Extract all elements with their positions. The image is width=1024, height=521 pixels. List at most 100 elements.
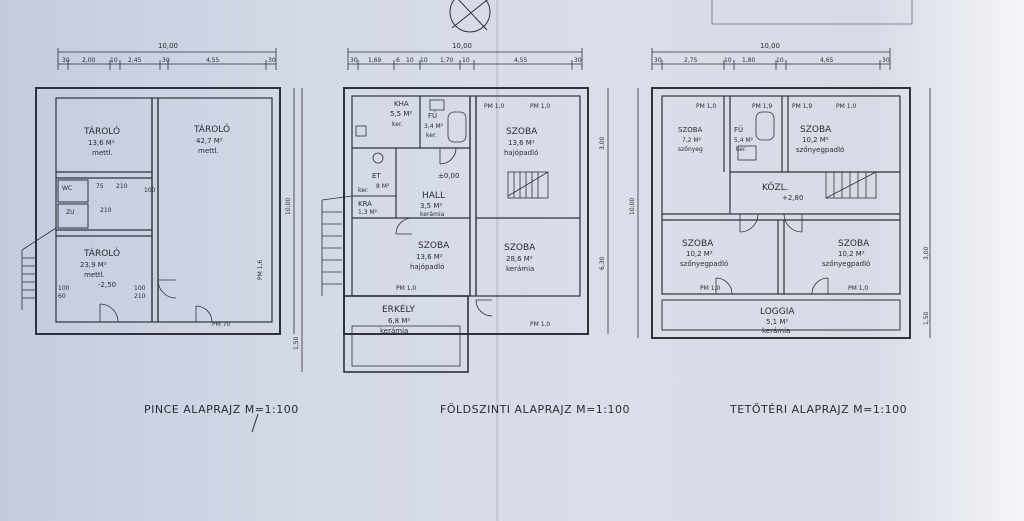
attic-fu-name: FÜ — [734, 125, 743, 134]
dim-b-2: 10 — [110, 57, 118, 64]
ground-kha-floor: ker. — [392, 121, 403, 128]
dim-a-2: 10 — [724, 57, 732, 64]
dim-b-3: 2,45 — [128, 57, 142, 64]
basement-mark-8: 210 — [134, 293, 146, 300]
dim-side-attic-2: 3,00 — [923, 246, 930, 260]
dim-a-6: 30 — [882, 57, 890, 64]
dim-g-1: 1,69 — [368, 57, 382, 64]
dim-side-ground-2: 6,30 — [599, 256, 606, 270]
ground-level: ±0,00 — [438, 172, 459, 180]
pen-mark — [251, 413, 259, 433]
dim-g-0: 30 — [350, 57, 358, 64]
basement-wc: WC — [62, 185, 72, 192]
basement-mark-1: 75 — [96, 183, 104, 190]
basement-room-2-name: TÁROLÓ — [193, 123, 230, 135]
basement-room-2-floor: mettl. — [198, 147, 219, 155]
dim-side-attic-3: 1,50 — [923, 311, 930, 325]
basement-pm16: PM 1,6 — [257, 260, 264, 280]
basement-room-1-area: 13,6 M² — [88, 139, 115, 147]
basement-room-1-floor: mettl. — [92, 149, 113, 157]
ground-szoba-2-name: SZOBA — [418, 241, 450, 251]
attic-pm-1: PM 1,0 — [696, 103, 716, 110]
dim-side-basement: 10,00 — [285, 198, 292, 215]
ground-kra-area: 1,3 M² — [358, 209, 378, 216]
dim-b-1: 2,00 — [82, 57, 96, 64]
ground-hall-name: HALL — [422, 191, 445, 201]
dim-a-3: 1,80 — [742, 57, 756, 64]
ground-szoba-2-floor: hajópadló — [410, 263, 444, 271]
attic-kozl-name: KÖZL. — [762, 182, 789, 193]
attic-szoba-4-area: 10,2 M² — [838, 250, 865, 258]
attic-loggia-area: 5,1 M² — [766, 318, 788, 326]
attic-plan — [637, 48, 931, 339]
dim-g-3: 10 — [406, 57, 414, 64]
attic-kozl-level: +2,80 — [782, 194, 803, 202]
attic-szoba-4-floor: szőnyegpadló — [822, 259, 870, 268]
basement-room-3-area: 23,9 M² — [80, 261, 107, 269]
attic-szoba-1-name: SZOBA — [678, 126, 703, 134]
basement-mark-7: 100 — [134, 285, 146, 292]
basement-room-3-name: TÁROLÓ — [83, 247, 120, 259]
attic-loggia-floor: kerámia — [762, 327, 790, 335]
ground-et-floor: ker. — [358, 187, 369, 194]
dim-g-6: 10 — [462, 57, 470, 64]
ground-szoba-3-name: SZOBA — [504, 243, 536, 253]
basement-room-1-name: TÁROLÓ — [83, 125, 120, 137]
attic-fu-area: 5,4 M² — [734, 137, 754, 144]
attic-szoba-3-area: 10,2 M² — [686, 250, 713, 258]
ground-hall-area: 3,5 M² — [420, 202, 442, 210]
north-arrow-icon — [449, 0, 491, 33]
caption-attic: TETŐTÉRI ALAPRAJZ M=1:100 — [730, 403, 908, 416]
dim-overall-attic: 10,00 — [760, 42, 780, 50]
dim-g-5: 1,70 — [440, 57, 454, 64]
basement-level: -2,50 — [98, 281, 116, 289]
basement-mark-2: 210 — [116, 183, 128, 190]
ground-hall-floor: kerámia — [420, 211, 445, 218]
caption-basement: PINCE ALAPRAJZ M=1:100 — [144, 403, 299, 416]
dim-b-4: 30 — [162, 57, 170, 64]
ground-kra-name: KRA — [358, 200, 372, 208]
dim-b-6: 30 — [268, 57, 276, 64]
basement-mark-4: 210 — [100, 207, 112, 214]
ground-szoba-3-area: 28,6 M² — [506, 255, 533, 263]
ground-pm-2: PM 1,0 — [530, 103, 550, 110]
paper-fold — [496, 0, 502, 521]
attic-szoba-2-floor: szőnyegpadló — [796, 145, 844, 154]
ground-erkely-floor: kerámia — [380, 327, 408, 335]
basement-room-2-area: 42,7 M² — [196, 137, 223, 145]
caption-ground: FÖLDSZINTI ALAPRAJZ M=1:100 — [440, 403, 631, 416]
dim-a-0: 30 — [654, 57, 662, 64]
basement-room-3-floor: mettl. — [84, 271, 105, 279]
ground-pm-1: PM 1,0 — [484, 103, 504, 110]
ground-szoba-1-floor: hajópadló — [504, 149, 538, 157]
ground-erkely-name: ERKÉLY — [382, 303, 415, 315]
ground-fu-area: 3,4 M² — [424, 123, 444, 130]
attic-pm-5: PM 1,0 — [700, 285, 720, 292]
ground-kha-area: 5,5 M² — [390, 110, 412, 118]
dim-b-5: 4,55 — [206, 57, 220, 64]
dim-side-ground-3: 1,50 — [293, 336, 300, 350]
ground-szoba-1-name: SZOBA — [506, 127, 538, 137]
ground-szoba-2-area: 13,6 M² — [416, 253, 443, 261]
ground-kha-name: KHA — [394, 100, 409, 108]
ground-erkely-area: 6,8 M² — [388, 317, 410, 325]
dim-g-8: 30 — [574, 57, 582, 64]
attic-szoba-1-area: 7,2 M² — [682, 137, 702, 144]
attic-pm-6: PM 1,0 — [848, 285, 868, 292]
dim-a-1: 2,75 — [684, 57, 698, 64]
attic-szoba-1-floor: szőnyeg — [678, 146, 703, 153]
dim-overall-ground: 10,00 — [452, 42, 472, 50]
dim-overall-basement: 10,00 — [158, 42, 178, 50]
ground-fu-floor: ker. — [426, 132, 437, 139]
dim-g-7: 4,55 — [514, 57, 528, 64]
attic-szoba-2-name: SZOBA — [800, 125, 832, 135]
ground-szoba-3-floor: kerámia — [506, 265, 534, 273]
ground-fu-name: FÜ — [428, 111, 437, 120]
attic-pm-3: PM 1,9 — [792, 103, 812, 110]
basement-mark-3: 100 — [144, 187, 156, 194]
dim-a-4: 10 — [776, 57, 784, 64]
attic-pm-2: PM 1,9 — [752, 103, 772, 110]
dim-g-2: 6 — [396, 57, 400, 64]
ground-pm-3: PM 1,0 — [396, 285, 416, 292]
